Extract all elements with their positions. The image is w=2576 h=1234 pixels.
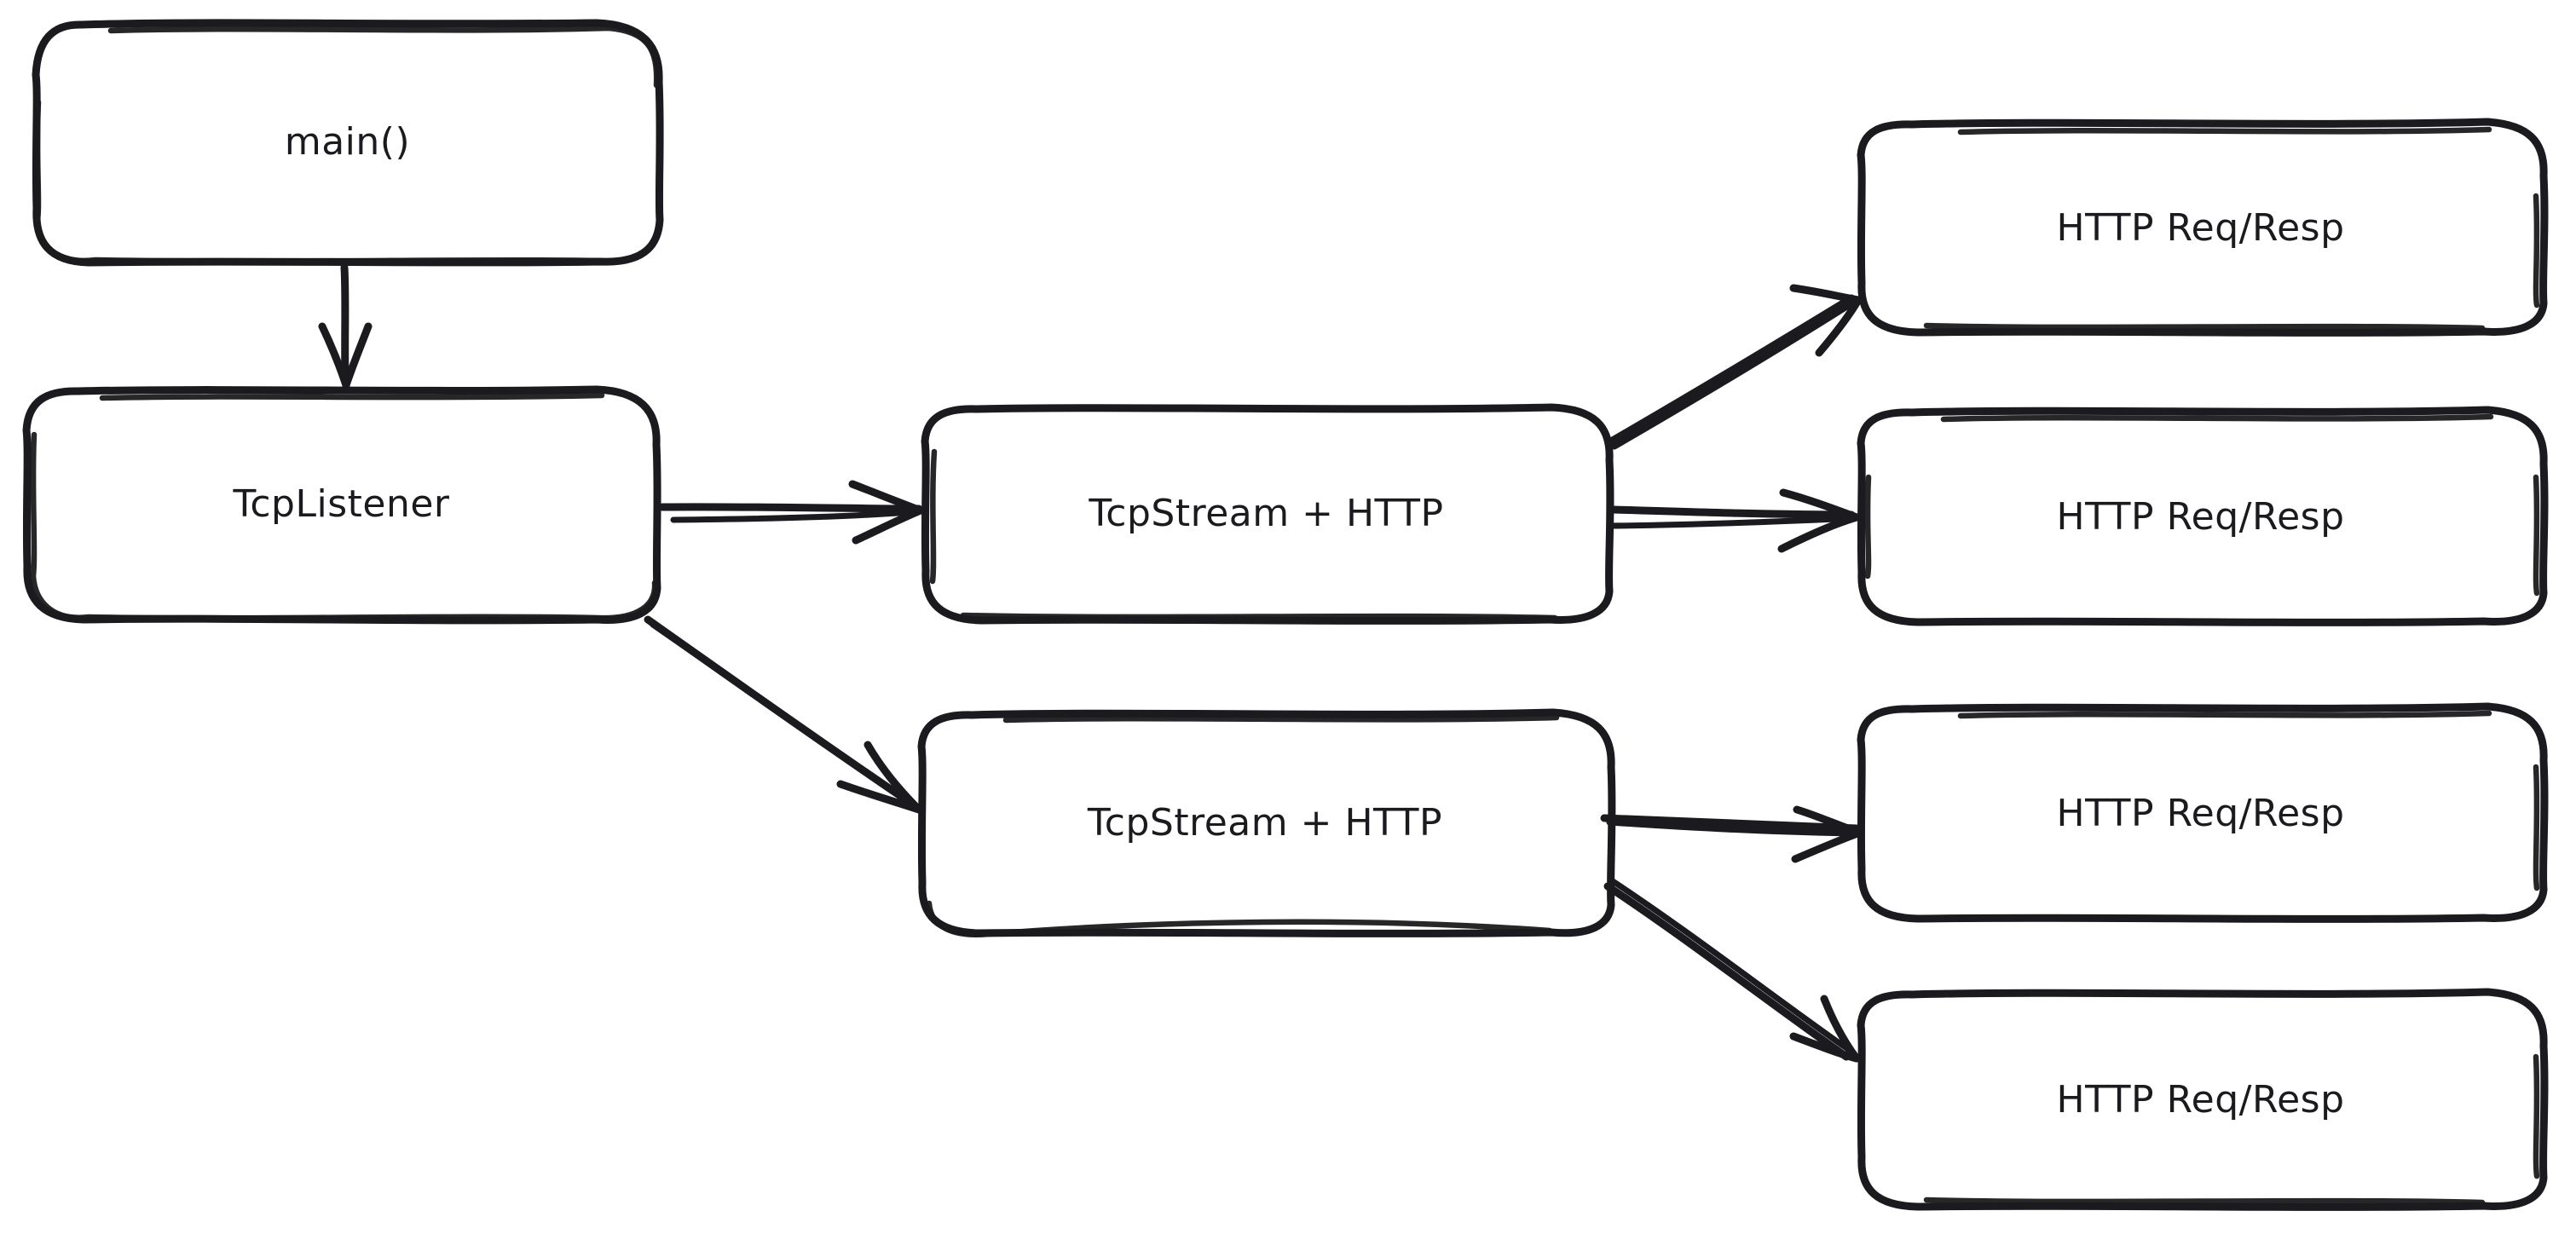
node-main[interactable]	[32, 19, 664, 267]
edge-stream-1-to-http-2	[1608, 488, 1861, 553]
node-tcpstream-2-hitbox[interactable]	[919, 712, 1611, 933]
node-http-2[interactable]	[1857, 406, 2549, 626]
node-tcplistener-hitbox[interactable]	[24, 388, 659, 620]
node-http-2-hitbox[interactable]	[1858, 409, 2543, 624]
node-tcpstream-1[interactable]	[921, 403, 1614, 625]
node-main-hitbox[interactable]	[34, 21, 661, 262]
node-http-1-hitbox[interactable]	[1858, 121, 2543, 334]
node-http-3-hitbox[interactable]	[1858, 706, 2543, 920]
node-tcpstream-1-hitbox[interactable]	[923, 406, 1609, 620]
edge-stream-2-to-http-4	[1603, 878, 1861, 1063]
edge-tcplistener-to-stream-2	[644, 615, 923, 814]
node-http-4-hitbox[interactable]	[1858, 991, 2543, 1208]
node-tcpstream-2[interactable]	[917, 708, 1616, 937]
edge-stream-1-to-http-1	[1607, 284, 1863, 450]
edge-main-to-tcplistener	[318, 263, 373, 389]
node-tcplistener[interactable]	[22, 385, 661, 625]
node-http-1[interactable]	[1857, 118, 2549, 337]
edge-stream-2-to-http-3	[1600, 805, 1864, 863]
node-http-4[interactable]	[1857, 988, 2549, 1211]
edge-tcplistener-to-stream-1	[658, 480, 925, 545]
